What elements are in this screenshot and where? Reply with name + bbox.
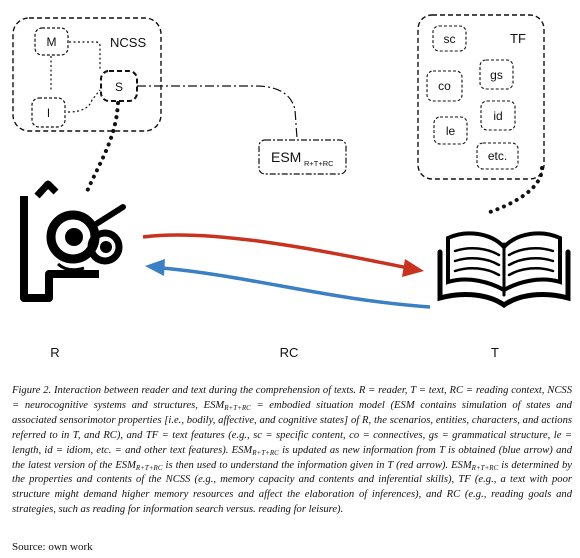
sc-node xyxy=(432,25,467,52)
figure-caption: Figure 2. Interaction between reader and… xyxy=(12,384,572,518)
etc-label: etc. xyxy=(488,149,507,163)
l-s-connector xyxy=(67,89,101,113)
sc-label: sc xyxy=(444,32,456,46)
s-node xyxy=(100,70,138,102)
l-node xyxy=(31,97,66,128)
reader-text-diagram: NCSS M S l ESM R+T+RC TF sc gs co id le … xyxy=(12,14,571,360)
caption-subscript-1: R+T+RC xyxy=(224,403,251,412)
caption-text-2: = embodied situation model (ESM contains… xyxy=(12,399,572,456)
tf-label: TF xyxy=(510,31,526,46)
caption-text-3: is updated as new information from T is … xyxy=(12,444,572,471)
le-label: le xyxy=(446,124,456,138)
r-label: R xyxy=(50,345,59,360)
red-arrowhead xyxy=(402,259,424,277)
blue-arrow xyxy=(161,266,431,309)
ncss-box xyxy=(12,17,162,132)
tf-text-dotted-link xyxy=(488,166,544,214)
etc-node xyxy=(476,142,519,170)
s-node-label: S xyxy=(115,80,123,94)
gs-label: gs xyxy=(490,68,503,82)
l-node-label: l xyxy=(47,106,50,120)
ncss-group: NCSS M S l xyxy=(12,17,162,132)
tf-box xyxy=(417,14,545,180)
m-node xyxy=(34,27,69,56)
caption-subscript-3: R+T+RC xyxy=(135,463,163,472)
id-label: id xyxy=(493,109,502,123)
le-node xyxy=(433,116,468,145)
reader-face-icon xyxy=(20,180,126,302)
open-book-icon xyxy=(437,231,571,309)
caption-subscript-4: R+T+RC xyxy=(471,463,499,472)
source-note: Source: own work xyxy=(12,541,93,553)
caption-text-1: Figure 2. Interaction between reader and… xyxy=(12,385,572,411)
tf-group: TF sc gs co id le etc. xyxy=(417,14,545,180)
co-label: co xyxy=(438,79,451,93)
caption-text-4: is then used to understand the informati… xyxy=(162,459,472,471)
m-s-connector xyxy=(69,41,101,70)
gs-node xyxy=(479,59,514,90)
blue-arrowhead xyxy=(145,259,165,276)
id-node xyxy=(480,100,516,131)
caption-subscript-2: R+T+RC xyxy=(252,448,279,457)
esm-box: ESM R+T+RC xyxy=(258,139,347,175)
m-node-label: M xyxy=(47,35,57,49)
t-label: T xyxy=(491,345,499,360)
ncss-label: NCSS xyxy=(110,35,146,50)
esm-label: ESM xyxy=(271,149,301,165)
caption-text-5: is determined by the properties and cont… xyxy=(12,459,572,516)
ncss-reader-dotted-link xyxy=(83,101,120,198)
red-arrow xyxy=(142,233,409,270)
rc-label: RC xyxy=(280,345,299,360)
co-node xyxy=(426,70,463,102)
esm-subscript: R+T+RC xyxy=(304,159,334,168)
